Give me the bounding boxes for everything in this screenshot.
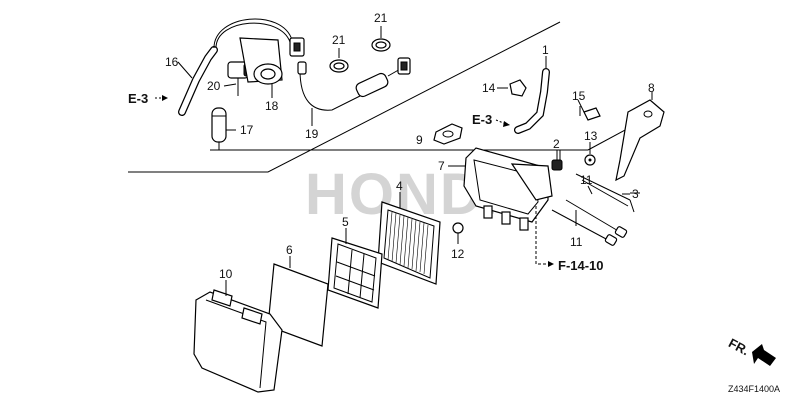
wire-harness xyxy=(213,18,305,57)
rod-3 xyxy=(575,173,640,213)
frame-5 xyxy=(327,237,383,309)
clamp-21-b xyxy=(371,26,391,52)
bolt-11-b xyxy=(551,209,618,246)
cover-10 xyxy=(193,289,283,393)
label-part-11-a: 11 xyxy=(580,173,593,187)
label-part-3: 3 xyxy=(632,187,639,201)
label-part-2: 2 xyxy=(553,137,560,151)
label-part-4: 4 xyxy=(396,179,403,193)
drawing-code: Z434F1400A xyxy=(728,384,780,394)
screw-12 xyxy=(452,222,464,244)
prefilter-6 xyxy=(267,263,329,347)
leader-lines xyxy=(177,56,630,296)
label-part-6: 6 xyxy=(286,243,293,257)
washer-13 xyxy=(584,142,596,166)
label-part-9: 9 xyxy=(416,133,423,147)
label-part-18: 18 xyxy=(265,99,279,113)
label-part-15: 15 xyxy=(572,89,586,103)
label-part-1: 1 xyxy=(542,43,549,57)
hose-16 xyxy=(178,46,218,116)
cable-19 xyxy=(297,57,411,126)
front-indicator-label: FR. xyxy=(726,335,752,358)
label-part-19: 19 xyxy=(305,127,319,141)
bracket-8 xyxy=(615,92,665,182)
element-4 xyxy=(377,201,441,285)
label-part-8: 8 xyxy=(648,81,655,95)
label-part-21-b: 21 xyxy=(374,11,388,25)
bolt-15 xyxy=(579,106,601,121)
grommet-9 xyxy=(433,123,463,145)
labels: E-3 E-3 F-14-10 FR. 1 2 3 4 5 6 7 8 9 10… xyxy=(128,11,780,394)
clip-14 xyxy=(497,79,527,97)
ref-arrows xyxy=(155,95,554,267)
tube-17 xyxy=(211,107,227,150)
label-part-12: 12 xyxy=(451,247,465,261)
label-part-16: 16 xyxy=(165,55,179,69)
label-part-17: 17 xyxy=(240,123,254,137)
label-part-21-a: 21 xyxy=(332,33,346,47)
case-7 xyxy=(448,147,553,231)
bolt-11-a xyxy=(565,199,628,238)
filter-18 xyxy=(239,37,283,85)
label-part-13: 13 xyxy=(584,129,598,143)
label-part-14: 14 xyxy=(482,81,496,95)
nut-2 xyxy=(551,150,563,171)
front-arrow-icon xyxy=(752,344,776,366)
ref-f1410: F-14-10 xyxy=(558,258,604,273)
label-part-11-b: 11 xyxy=(570,235,583,249)
ref-e3-upper: E-3 xyxy=(128,91,148,106)
clamp-21-a xyxy=(329,48,349,73)
label-part-5: 5 xyxy=(342,215,349,229)
label-part-20: 20 xyxy=(207,79,221,93)
ref-e3-lower: E-3 xyxy=(472,112,492,127)
label-part-7: 7 xyxy=(438,159,445,173)
label-part-10: 10 xyxy=(219,267,233,281)
